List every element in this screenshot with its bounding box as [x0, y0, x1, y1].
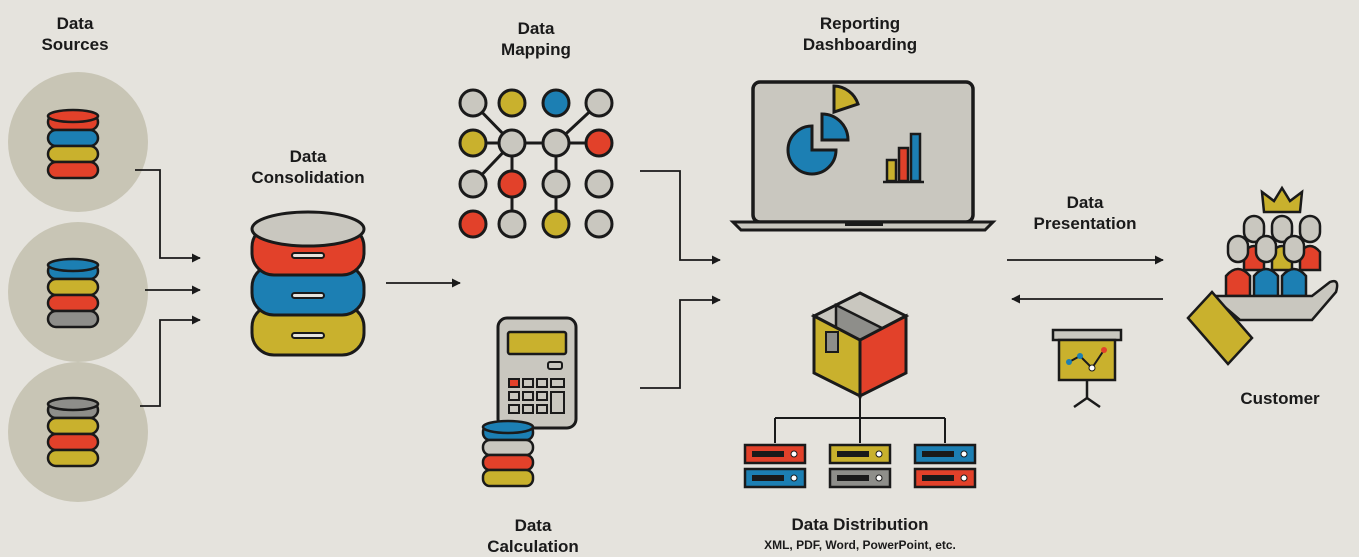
- data-source-3: [8, 362, 148, 502]
- label-data-consolidation: Data Consolidation: [251, 147, 365, 187]
- node-network-icon: [458, 88, 614, 239]
- label-data-sources: Data Sources: [41, 14, 109, 54]
- easel-chart-icon: [1051, 328, 1123, 409]
- box-servers-icon: [743, 291, 977, 489]
- data-source-1: [8, 72, 148, 212]
- hand-people-crown-icon: [1186, 185, 1339, 366]
- label-data-distribution: Data Distribution: [791, 515, 929, 534]
- database-stack-icon: [46, 257, 100, 329]
- label-reporting-dashboarding: Reporting Dashboarding: [802, 14, 918, 54]
- label-customer: Customer: [1240, 389, 1320, 408]
- laptop-charts-icon: [729, 80, 997, 232]
- database-stack-icon: [46, 108, 100, 180]
- small-database-icon: [481, 419, 535, 488]
- calculator-icon: [481, 316, 578, 488]
- label-data-calculation: Data Calculation: [487, 516, 579, 556]
- pie-chart-icon: [786, 84, 860, 176]
- large-database-icon: [250, 210, 366, 357]
- label-data-presentation: Data Presentation: [1033, 193, 1137, 233]
- label-distribution-formats: XML, PDF, Word, PowerPoint, etc.: [764, 538, 956, 552]
- bar-chart-icon: [883, 132, 924, 184]
- source-connectors: [135, 169, 201, 407]
- label-data-mapping: Data Mapping: [501, 19, 571, 59]
- data-source-2: [8, 222, 148, 362]
- mapping-connectors: [640, 170, 721, 389]
- database-stack-icon: [46, 396, 100, 468]
